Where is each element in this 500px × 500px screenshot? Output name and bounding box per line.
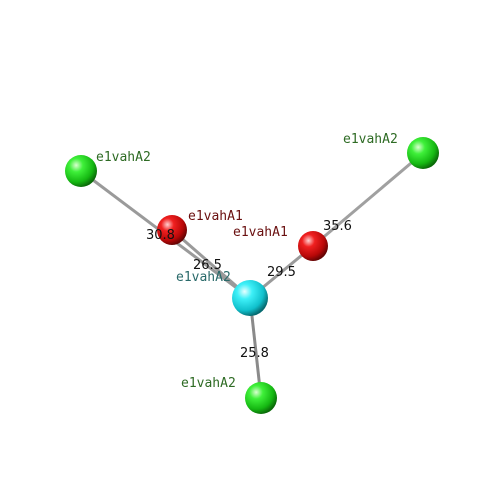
distance-label: 25.8 [240,346,269,361]
atom-green-bottom [245,382,277,414]
distance-label: 29.5 [267,265,296,280]
atoms-layer [65,137,439,414]
distance-label: 30.8 [146,228,175,243]
bonds-layer [80,151,424,399]
bond-line [312,151,424,248]
atom-label-green-right: e1vahA2 [343,132,398,147]
atom-label-green-bottom: e1vahA2 [181,376,236,391]
atom-red-right [298,231,328,261]
distance-labels: 30.8 26.5 29.5 35.6 25.8 [146,219,352,361]
atom-green-right [407,137,439,169]
atom-labels: e1vahA2 e1vahA2 e1vahA2 e1vahA1 e1vahA1 … [96,132,398,391]
atom-green-left [65,155,97,187]
atom-label-green-left: e1vahA2 [96,150,151,165]
distance-label: 35.6 [323,219,352,234]
distance-label: 26.5 [193,258,222,273]
atom-red-left [157,215,187,245]
atom-label-cyan-center: e1vahA2 [176,270,231,285]
atom-label-red-right: e1vahA1 [233,225,288,240]
atom-cyan-center [232,280,268,316]
atom-label-red-left: e1vahA1 [188,209,243,224]
